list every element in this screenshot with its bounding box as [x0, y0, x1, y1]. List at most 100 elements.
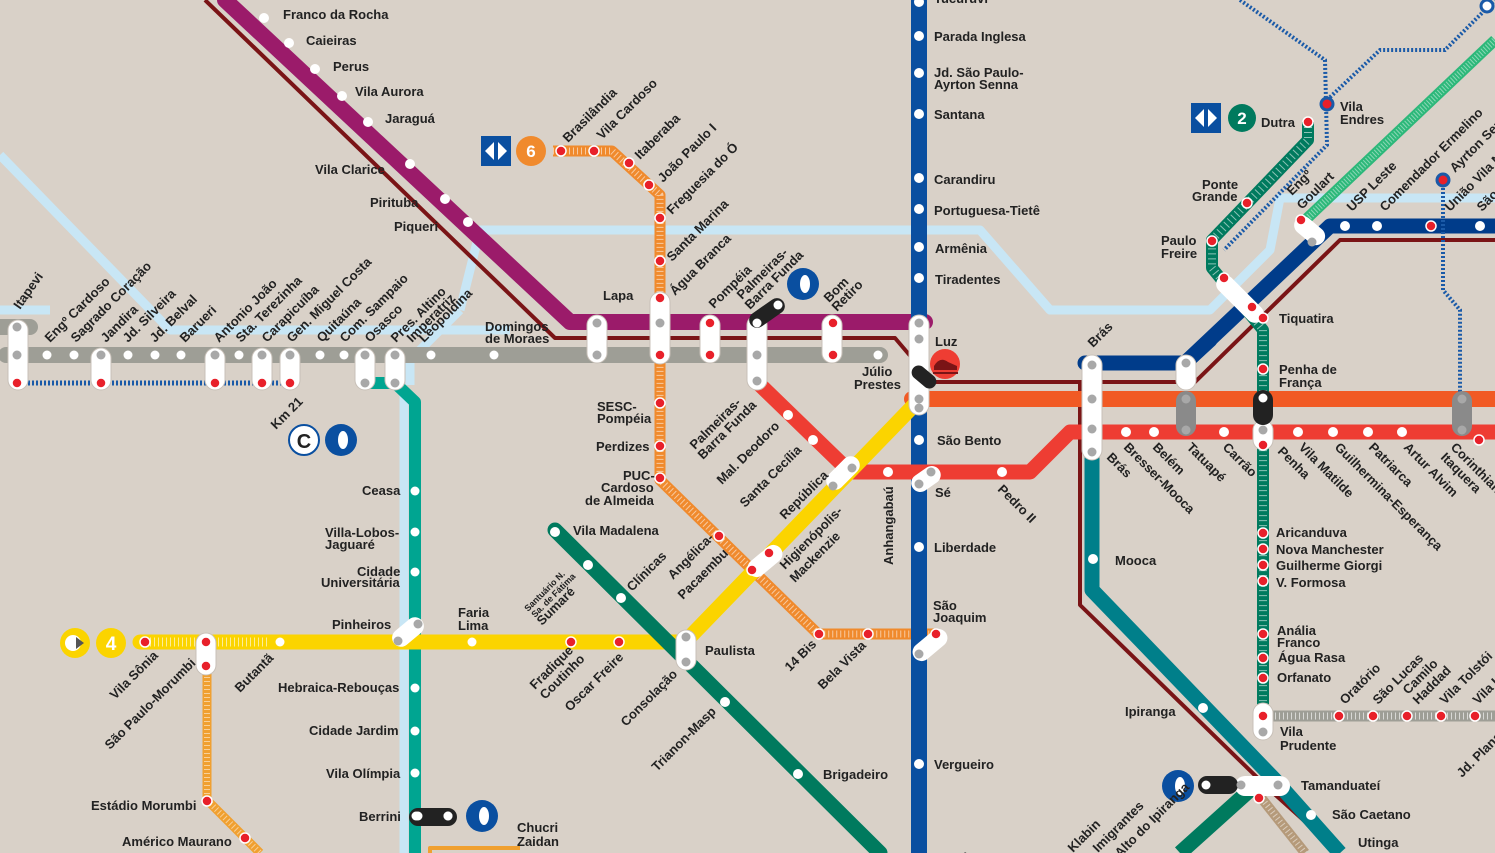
svg-text:Pirituba: Pirituba [370, 195, 419, 210]
line-dotted-blue [1222, 0, 1495, 400]
svg-text:Cidade: Cidade [357, 564, 400, 579]
svg-text:Cidade Jardim: Cidade Jardim [309, 723, 399, 738]
svg-text:Perdizes: Perdizes [596, 439, 649, 454]
svg-text:Paraíso: Paraíso [934, 850, 981, 853]
svg-text:Jaraguá: Jaraguá [385, 111, 436, 126]
transfer-tatuape [1176, 391, 1196, 436]
svg-text:Nova Manchester: Nova Manchester [1276, 542, 1384, 557]
svg-text:Vila: Vila [1280, 724, 1304, 739]
svg-text:Vila Clarice: Vila Clarice [315, 162, 385, 177]
svg-text:Utinga: Utinga [1358, 835, 1399, 850]
svg-text:Pompéia: Pompéia [597, 411, 652, 426]
line-2-badge: 2 [1228, 104, 1256, 132]
svg-text:Mooca: Mooca [1115, 553, 1157, 568]
train-station-icon [930, 349, 960, 379]
svg-text:de Almeida: de Almeida [585, 493, 655, 508]
svg-text:Vila Olímpia: Vila Olímpia [326, 766, 401, 781]
cptm-logo-icon [1162, 770, 1194, 802]
svg-text:Vila Aurora: Vila Aurora [355, 84, 424, 99]
station-dots-red [11, 116, 1485, 844]
svg-text:Água Rasa: Água Rasa [1278, 650, 1346, 665]
svg-text:Jd. São Paulo-: Jd. São Paulo- [934, 65, 1024, 80]
line-13-jade [1296, 36, 1495, 229]
line-4-badges: 4 [60, 628, 126, 658]
svg-text:4: 4 [106, 634, 117, 655]
svg-text:Américo Maurano: Américo Maurano [122, 834, 232, 849]
svg-text:Vila Madalena: Vila Madalena [573, 523, 660, 538]
c-badge: C [288, 424, 320, 456]
svg-text:Zaidan: Zaidan [517, 834, 559, 849]
svg-text:Anhangabaú: Anhangabaú [881, 486, 896, 565]
svg-text:Tiquatira: Tiquatira [1279, 311, 1334, 326]
line-2-green [547, 522, 888, 853]
svg-text:Tucuruvi: Tucuruvi [934, 0, 988, 6]
svg-text:C: C [297, 431, 311, 453]
line-6-badge: 6 [516, 136, 546, 166]
metro-logo-line6 [481, 136, 511, 166]
svg-text:Grande: Grande [1192, 189, 1238, 204]
svg-text:Franco da Rocha: Franco da Rocha [283, 7, 389, 22]
svg-text:Sé: Sé [935, 485, 951, 500]
svg-text:Vergueiro: Vergueiro [934, 757, 994, 772]
svg-text:Freire: Freire [1161, 246, 1197, 261]
svg-text:Estádio Morumbi: Estádio Morumbi [91, 798, 196, 813]
metro-logo-line2 [1191, 103, 1221, 133]
transfer-corinthians [1452, 391, 1472, 436]
svg-text:Universitária: Universitária [321, 575, 401, 590]
cptm-logo-icon [325, 424, 357, 456]
svg-text:Prudente: Prudente [1280, 738, 1336, 753]
svg-text:Guilherme Giorgi: Guilherme Giorgi [1276, 558, 1382, 573]
line-2-green-east [1174, 784, 1256, 853]
svg-text:Brigadeiro: Brigadeiro [823, 767, 888, 782]
svg-text:Orfanato: Orfanato [1277, 670, 1331, 685]
svg-text:Piqueri: Piqueri [394, 219, 438, 234]
station-dots-gray [12, 237, 1467, 790]
svg-text:Caieiras: Caieiras [306, 33, 357, 48]
svg-text:Júlio: Júlio [862, 364, 892, 379]
svg-text:Anália: Anália [1277, 623, 1317, 638]
svg-text:Portuguesa-Tietê: Portuguesa-Tietê [934, 203, 1040, 218]
svg-text:Joaquim: Joaquim [933, 610, 986, 625]
transfer-luz [911, 365, 937, 389]
svg-text:Penha de: Penha de [1279, 362, 1337, 377]
svg-text:Tiradentes: Tiradentes [935, 272, 1001, 287]
svg-text:Faria: Faria [458, 605, 490, 620]
svg-text:Tamanduateí: Tamanduateí [1301, 778, 1381, 793]
svg-text:Paulo: Paulo [1161, 233, 1196, 248]
svg-text:V. Formosa: V. Formosa [1276, 575, 1346, 590]
svg-text:6: 6 [526, 142, 535, 161]
svg-text:São: São [933, 598, 957, 613]
station-dots-transfer [413, 300, 1268, 821]
svg-text:Prestes: Prestes [854, 377, 901, 392]
svg-text:Ceasa: Ceasa [362, 483, 401, 498]
svg-text:São Bento: São Bento [937, 433, 1001, 448]
svg-text:Ipiranga: Ipiranga [1125, 704, 1176, 719]
svg-text:Luz: Luz [935, 334, 958, 349]
svg-text:Berrini: Berrini [359, 809, 401, 824]
svg-text:Hebraica-Rebouças: Hebraica-Rebouças [278, 680, 399, 695]
transfer-tamanduatei [1198, 776, 1238, 794]
svg-text:PUC-: PUC- [623, 468, 655, 483]
cptm-logo-icon [466, 800, 498, 832]
svg-text:Paulista: Paulista [705, 643, 756, 658]
svg-text:Vila: Vila [1340, 99, 1364, 114]
line-3-red [749, 374, 1495, 480]
svg-text:2: 2 [1237, 109, 1246, 128]
station-labels: Franco da Rocha Caieiras Perus Vila Auro… [91, 7, 1411, 850]
station-dots-white [42, 0, 1495, 821]
svg-text:Liberdade: Liberdade [934, 540, 996, 555]
svg-text:Parada Inglesa: Parada Inglesa [934, 29, 1027, 44]
svg-text:Villa-Lobos-: Villa-Lobos- [325, 525, 399, 540]
svg-text:Jaguaré: Jaguaré [325, 537, 375, 552]
svg-text:Dutra: Dutra [1261, 115, 1296, 130]
svg-text:Lapa: Lapa [603, 288, 634, 303]
transfer-berrini [409, 808, 457, 826]
svg-text:São Caetano: São Caetano [1332, 807, 1411, 822]
svg-text:Santana: Santana [934, 107, 985, 122]
svg-text:de Moraes: de Moraes [485, 331, 549, 346]
svg-text:Ponte: Ponte [1202, 177, 1238, 192]
cptm-logo-icon [787, 268, 819, 300]
svg-text:Carandiru: Carandiru [934, 172, 995, 187]
svg-text:Lima: Lima [458, 618, 489, 633]
